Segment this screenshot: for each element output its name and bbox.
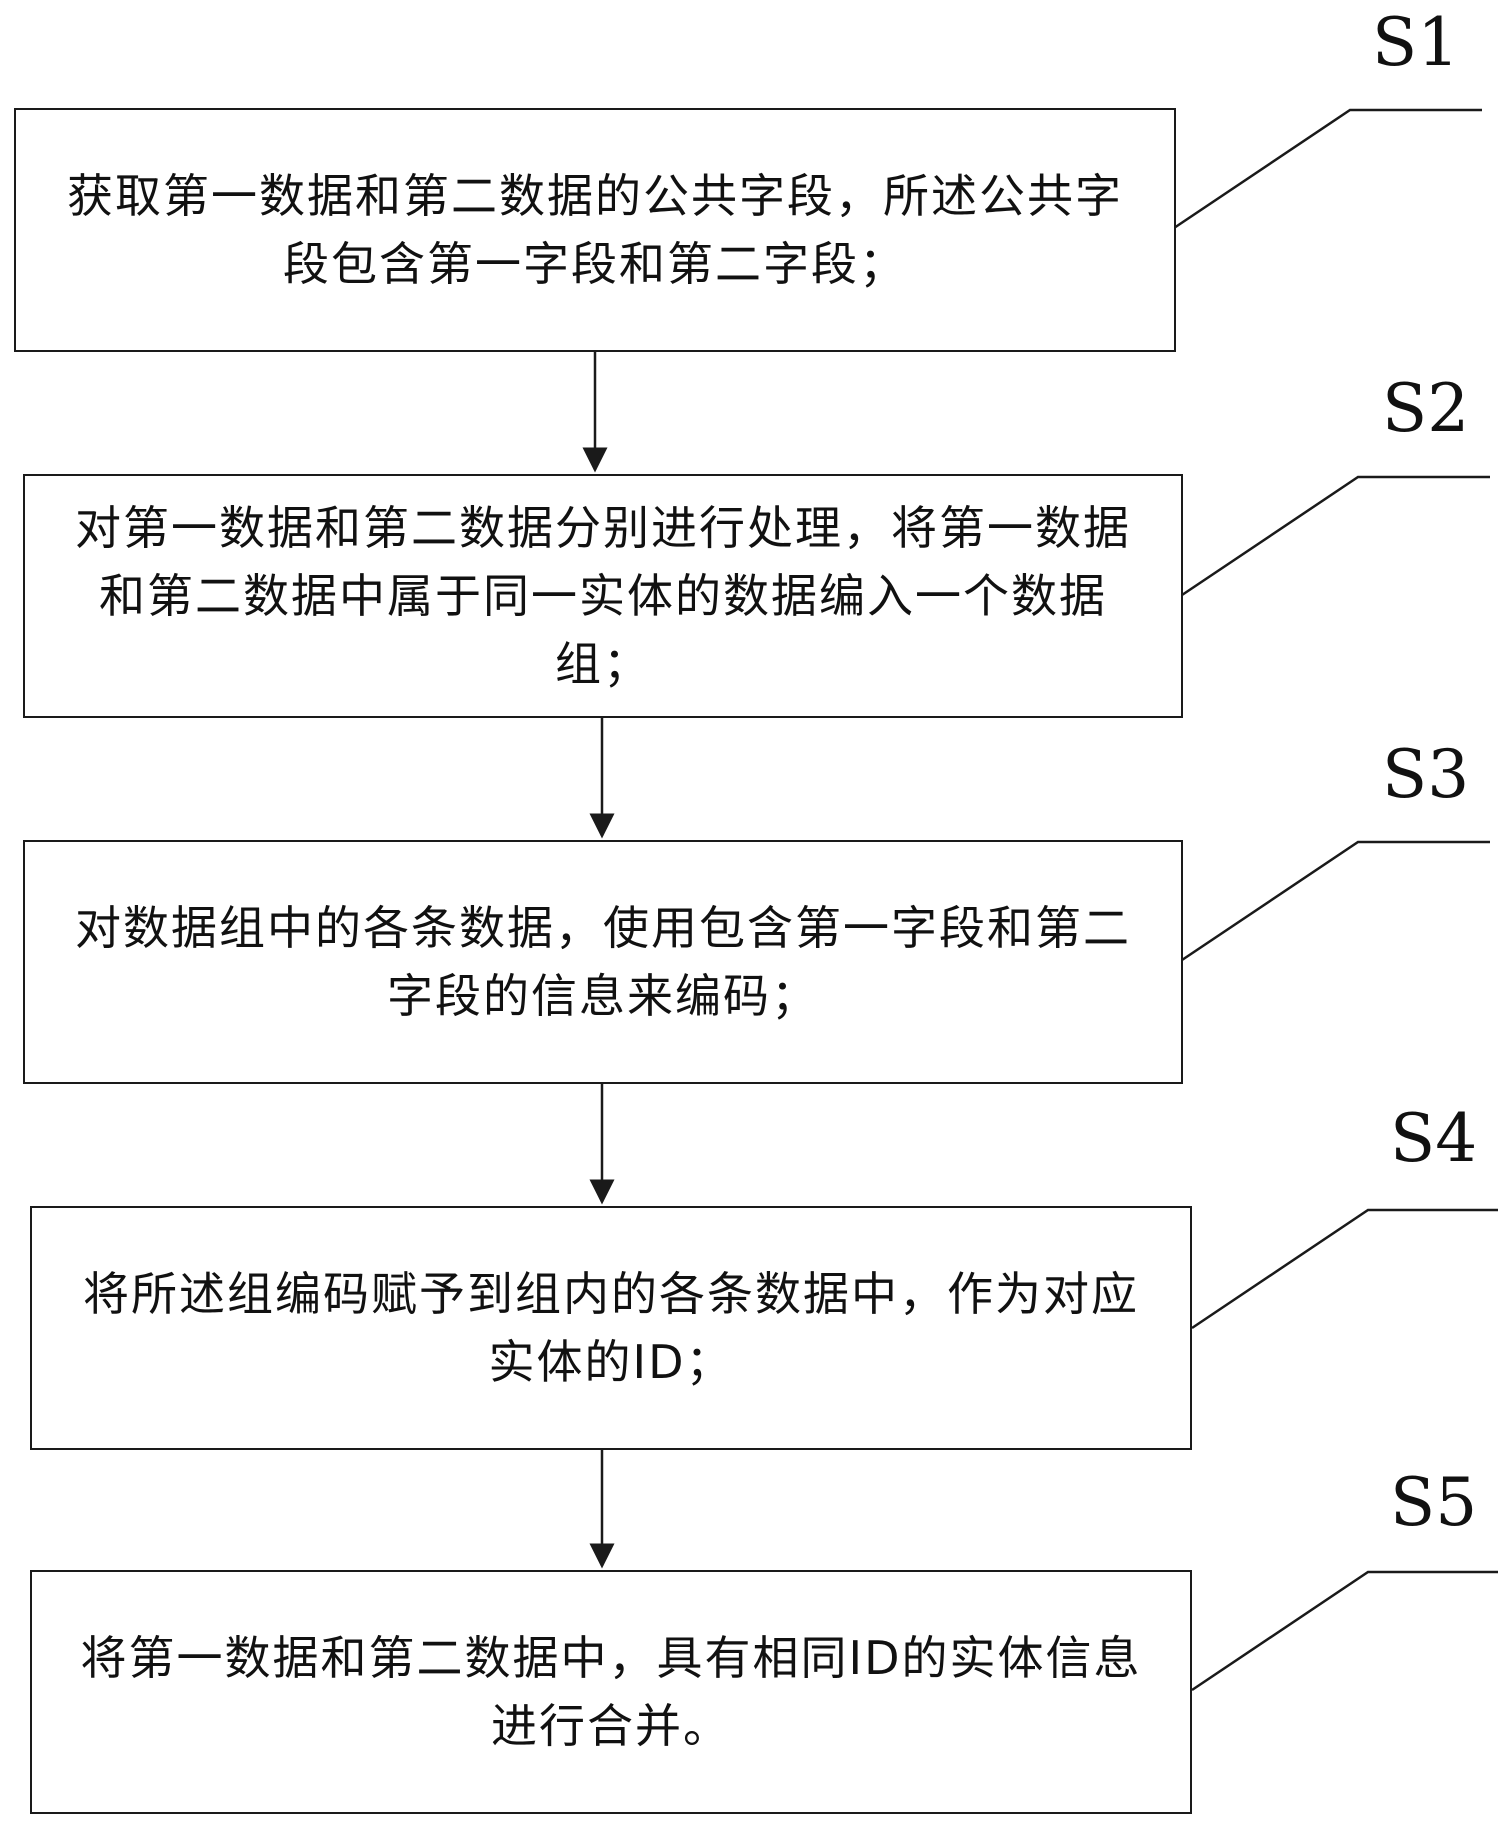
leader-line-s1 <box>1173 108 1482 230</box>
step-text-s4: 将所述组编码赋予到组内的各条数据中，作为对应实体的ID； <box>83 1267 1139 1389</box>
step-box-s2: 对第一数据和第二数据分别进行处理，将第一数据和第二数据中属于同一实体的数据编入一… <box>23 474 1183 718</box>
step-label-s1: S1 <box>1372 4 1460 81</box>
step-box-s3: 对数据组中的各条数据，使用包含第一字段和第二字段的信息来编码； <box>23 840 1183 1084</box>
step-text-s3: 对数据组中的各条数据，使用包含第一字段和第二字段的信息来编码； <box>75 901 1131 1023</box>
step-label-s2: S2 <box>1382 370 1470 447</box>
step-label-s3: S3 <box>1382 736 1470 813</box>
step-box-s1: 获取第一数据和第二数据的公共字段，所述公共字段包含第一字段和第二字段； <box>14 108 1176 352</box>
leader-line-s3 <box>1181 840 1490 962</box>
step-box-s5: 将第一数据和第二数据中，具有相同ID的实体信息进行合并。 <box>30 1570 1192 1814</box>
step-text-s1: 获取第一数据和第二数据的公共字段，所述公共字段包含第一字段和第二字段； <box>67 169 1123 291</box>
step-text-s2: 对第一数据和第二数据分别进行处理，将第一数据和第二数据中属于同一实体的数据编入一… <box>75 501 1131 691</box>
leader-line-s5 <box>1191 1570 1498 1692</box>
step-box-s4: 将所述组编码赋予到组内的各条数据中，作为对应实体的ID； <box>30 1206 1192 1450</box>
leader-line-s4 <box>1191 1208 1498 1330</box>
step-text-s5: 将第一数据和第二数据中，具有相同ID的实体信息进行合并。 <box>80 1631 1142 1753</box>
leader-line-s2 <box>1181 475 1490 597</box>
step-label-s5: S5 <box>1390 1464 1478 1541</box>
step-label-s4: S4 <box>1390 1100 1478 1177</box>
